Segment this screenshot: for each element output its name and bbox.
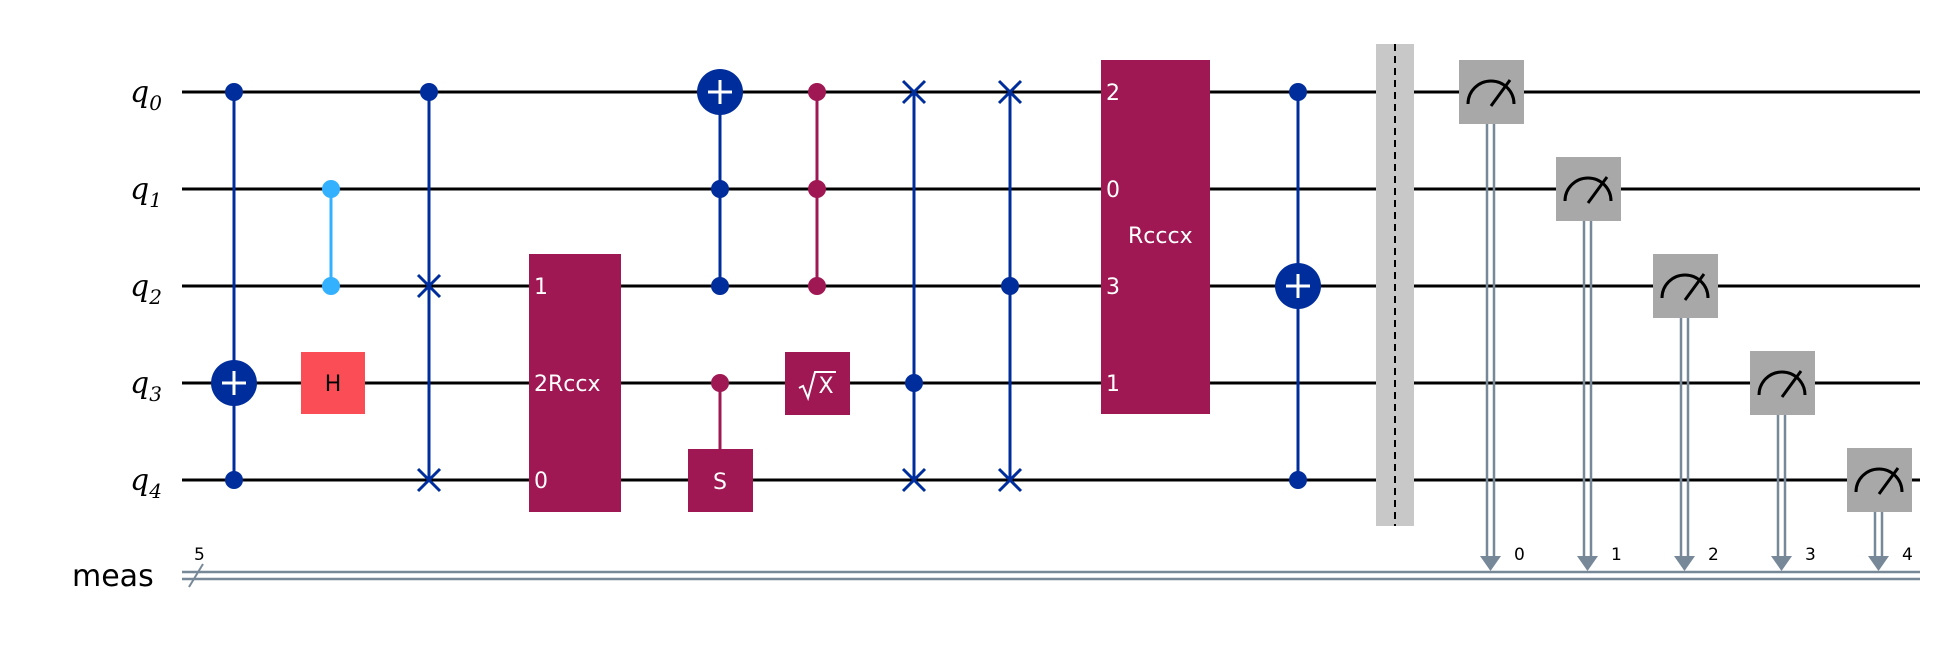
rcccx-gate: 2 0 Rcccx 3 1 bbox=[1101, 60, 1210, 414]
rcccx-name: Rcccx bbox=[1128, 224, 1193, 249]
cswap-x-q2 bbox=[416, 273, 442, 299]
rcccx-port-q1: 0 bbox=[1106, 178, 1120, 203]
cswap-2-control bbox=[905, 374, 923, 392]
qubit-label-2: q2 bbox=[130, 269, 162, 309]
measure-4: 4 bbox=[1847, 448, 1913, 571]
h-gate-box bbox=[301, 352, 365, 414]
h-gate-label: H bbox=[325, 372, 342, 397]
qubit-label-3: q3 bbox=[130, 366, 162, 406]
cz-control-q2 bbox=[322, 277, 340, 295]
rccx-name: Rccx bbox=[548, 372, 601, 397]
rccx-port-q4: 0 bbox=[534, 469, 548, 494]
rccx-gate: 1 2 Rccx 0 bbox=[529, 254, 621, 512]
measure-2-arrow bbox=[1674, 556, 1695, 571]
meter-icon bbox=[1660, 273, 1710, 299]
cswap-gate-2 bbox=[901, 79, 927, 493]
cswap-3-control bbox=[1001, 277, 1019, 295]
cswap-2-x-q0 bbox=[901, 79, 927, 105]
h-gate: H bbox=[301, 352, 365, 414]
classical-register: 5 bbox=[182, 545, 1920, 588]
meter-icon bbox=[1563, 176, 1613, 202]
rccx-port-q2: 1 bbox=[534, 275, 548, 300]
measure-3-arrow bbox=[1771, 556, 1792, 571]
ccz-gate bbox=[808, 83, 826, 295]
sx-gate: X bbox=[785, 352, 850, 415]
meter-needle bbox=[1877, 467, 1900, 495]
cz-control-q1 bbox=[322, 180, 340, 198]
cx-2-control-q4 bbox=[1289, 471, 1307, 489]
cx-gate-2 bbox=[1275, 83, 1321, 489]
qubit-wires bbox=[182, 90, 1920, 482]
cswap-2-x-q4 bbox=[901, 467, 927, 493]
barrier bbox=[1376, 44, 1414, 526]
ccz-control-q0 bbox=[808, 83, 826, 101]
cx-1-control-q0 bbox=[225, 83, 243, 101]
measure-3-bit: 3 bbox=[1805, 545, 1816, 565]
measure-3: 3 bbox=[1750, 351, 1816, 571]
creg-size: 5 bbox=[194, 545, 205, 565]
qubit-label-1: q1 bbox=[130, 172, 162, 212]
rcccx-box bbox=[1101, 60, 1210, 414]
measure-1-arrow bbox=[1577, 556, 1598, 571]
cswap-gate bbox=[416, 83, 442, 493]
meter-icon bbox=[1757, 370, 1807, 396]
qubit-label-4: q4 bbox=[130, 463, 162, 503]
ccx-gate bbox=[697, 69, 743, 295]
measure-1-box bbox=[1556, 157, 1621, 221]
ccz-control-q1 bbox=[808, 180, 826, 198]
cx-gate-1 bbox=[211, 83, 257, 489]
measure-0-box bbox=[1459, 60, 1524, 124]
meter-icon bbox=[1854, 467, 1904, 493]
cs-control bbox=[711, 374, 729, 392]
measure-0-arrow bbox=[1480, 556, 1501, 571]
qubit-labels: q0 q1 q2 q3 q4 meas bbox=[72, 75, 162, 594]
creg-label: meas bbox=[72, 559, 154, 594]
measure-1: 1 bbox=[1556, 157, 1622, 571]
measure-0: 0 bbox=[1459, 60, 1525, 571]
meter-needle bbox=[1683, 273, 1706, 301]
creg-bundle-slash bbox=[188, 563, 204, 588]
measure-4-bit: 4 bbox=[1902, 545, 1913, 565]
ccx-control-q1 bbox=[711, 180, 729, 198]
meter-icon bbox=[1466, 79, 1516, 105]
meter-needle bbox=[1780, 370, 1803, 398]
s-gate-label: S bbox=[713, 470, 727, 495]
cswap-3-x-q0 bbox=[997, 79, 1023, 105]
s-gate-box bbox=[688, 449, 753, 512]
sx-gate-box bbox=[785, 352, 850, 415]
rccx-port-q3: 2 bbox=[534, 372, 548, 397]
ccx-control-q2 bbox=[711, 277, 729, 295]
sx-gate-label: X bbox=[818, 374, 833, 399]
rcccx-port-q0: 2 bbox=[1106, 81, 1120, 106]
measure-2-box bbox=[1653, 254, 1718, 318]
sqrt-symbol bbox=[798, 371, 836, 402]
meter-needle bbox=[1489, 79, 1512, 107]
cx-2-control-q0 bbox=[1289, 83, 1307, 101]
measure-1-bit: 1 bbox=[1611, 545, 1622, 565]
measure-2: 2 bbox=[1653, 254, 1719, 571]
measure-3-box bbox=[1750, 351, 1815, 415]
cswap-control bbox=[420, 83, 438, 101]
measure-0-bit: 0 bbox=[1514, 545, 1525, 565]
cx-1-control-q4 bbox=[225, 471, 243, 489]
rcccx-port-q2: 3 bbox=[1106, 275, 1120, 300]
cswap-gate-3 bbox=[997, 79, 1023, 493]
cswap-x-q4 bbox=[416, 467, 442, 493]
measure-4-box bbox=[1847, 448, 1912, 512]
cs-gate: S bbox=[688, 374, 753, 512]
cz-gate bbox=[322, 180, 340, 295]
qubit-label-0: q0 bbox=[130, 75, 162, 115]
measure-2-bit: 2 bbox=[1708, 545, 1719, 565]
meter-needle bbox=[1586, 176, 1609, 204]
cswap-3-x-q4 bbox=[997, 467, 1023, 493]
measure-4-arrow bbox=[1868, 556, 1889, 571]
rcccx-port-q3: 1 bbox=[1106, 372, 1120, 397]
rccx-box bbox=[529, 254, 621, 512]
ccz-control-q2 bbox=[808, 277, 826, 295]
